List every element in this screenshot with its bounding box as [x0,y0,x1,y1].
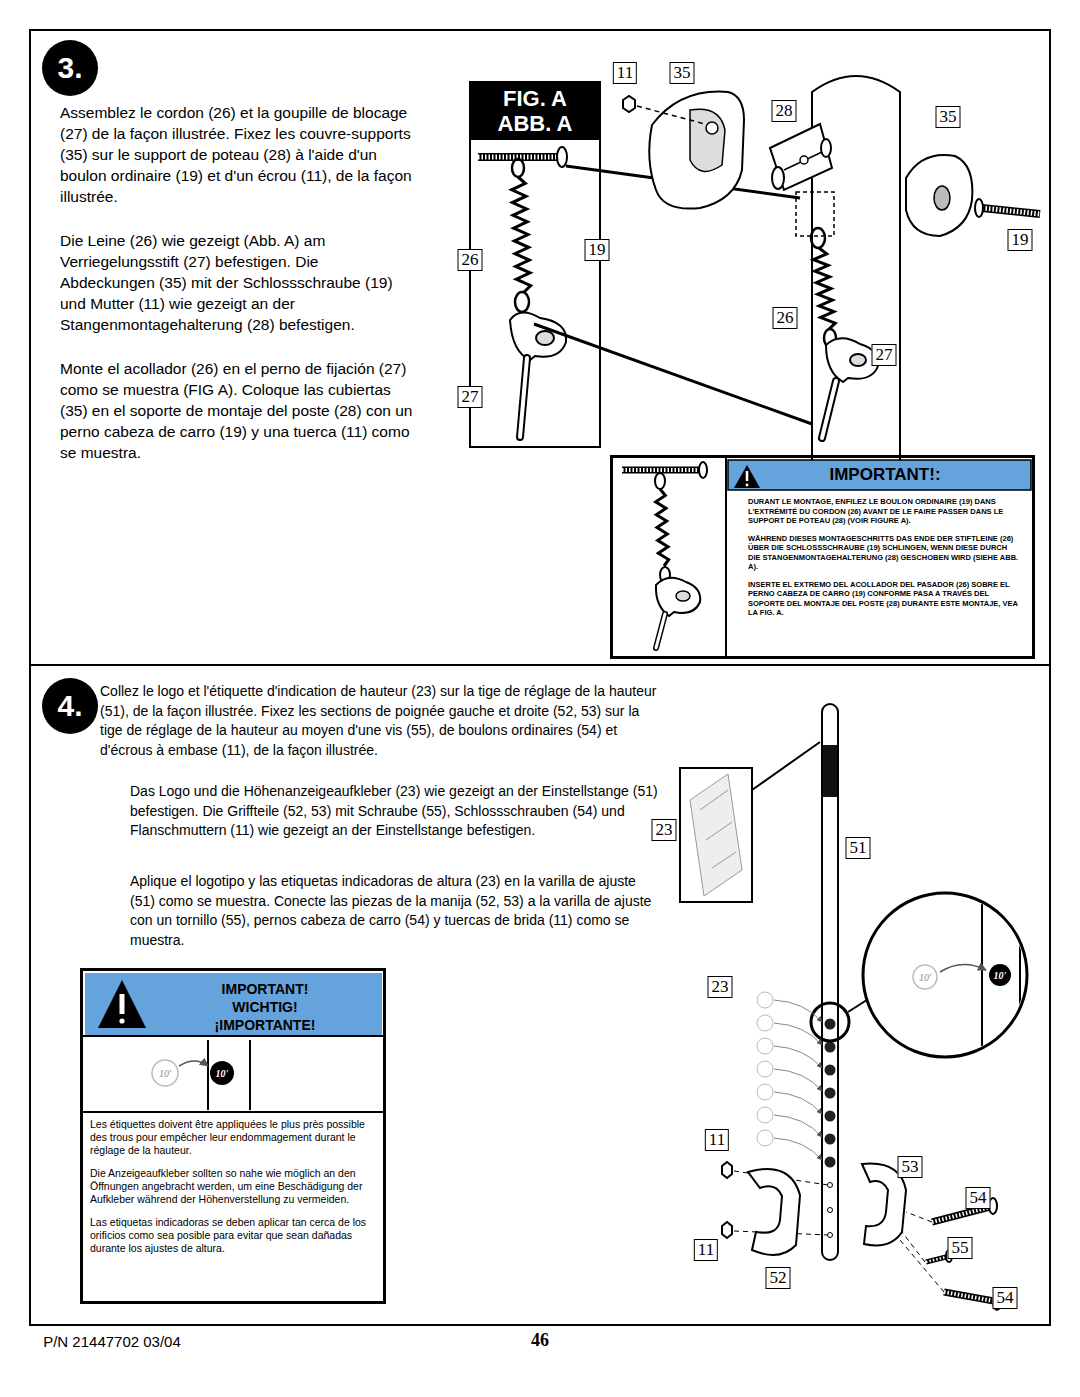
callout-number: 26 [458,249,483,271]
callout-number: 11 [613,62,637,84]
callout-number: 35 [670,62,695,84]
spring-cord [813,248,835,329]
warning-text: DURANT LE MONTAGE, ENFILEZ LE BOULON ORD… [748,497,1020,526]
leader-line [534,324,812,424]
warning-text: Die Anzeigeaufkleber sollten so nahe wie… [90,1167,375,1206]
callout-number: 52 [766,1267,791,1289]
callout-number: 11 [705,1129,729,1151]
callout-number: 26 [773,307,798,329]
figure-a-detail [478,147,567,437]
callout-number: 19 [1008,229,1033,251]
callout-number: 35 [936,106,961,128]
height-sticker: 10' [919,972,931,983]
callout-number: 19 [585,239,610,261]
spring-cord [656,489,669,566]
step-panel: 4. IMPORTANT!WICHTIG!¡IMPORTANTE! Les étiq… [30,665,1050,1325]
callout-number: 28 [772,100,797,122]
instruction-text: Assemblez le cordon (26) et la goupille … [60,102,415,207]
figure-title-band [470,82,600,140]
part-number: P/N 21447702 03/04 [43,1333,181,1350]
pole-assembly [623,76,1040,462]
height-sticker: 10' [994,970,1007,981]
warning-heading: IMPORTANT!: [740,464,1030,486]
warning-illustration [83,973,383,1112]
height-sticker: 10' [216,1068,229,1079]
step-number-circle: 4. [42,678,98,734]
callout-number: 27 [458,386,483,408]
height-sticker: 10' [159,1068,171,1079]
warning-heading: ¡IMPORTANTE! [150,1016,380,1034]
instruction-text: Das Logo und die Höhenanzeigeaufkleber (… [130,782,660,841]
handle-parts [722,1162,1001,1310]
step-number: 3. [42,40,98,96]
figure-title: ABB. A [470,111,600,136]
callout-number: 27 [872,344,897,366]
warning-box: IMPORTANT!: DURANT LE MONTAGE, ENFILEZ LE… [612,457,1033,657]
callout-number: 51 [846,837,871,859]
warning-heading: IMPORTANT! [150,980,380,998]
warning-text: INSERTE EL EXTREMO DEL ACOLLADOR DEL PAS… [748,580,1020,618]
warning-text: WÄHREND DIESES MONTAGESCHRITTS DAS ENDE … [748,534,1020,572]
callout-number: 53 [898,1156,923,1178]
callout-number: 54 [966,1187,991,1209]
height-stickers [757,992,822,1160]
figure-panel: FIG. AABB. A [470,82,600,447]
height-rod [811,704,870,1260]
callout-number: 55 [948,1237,973,1259]
warning-box: IMPORTANT!WICHTIG!¡IMPORTANTE! Les étique… [82,970,384,1302]
sticker-detail [680,742,820,902]
figure-title: FIG. A [470,86,600,111]
instruction-text: Die Leine (26) wie gezeigt (Abb. A) am V… [60,230,415,335]
warning-illustration [622,458,1031,657]
spring-cord [512,177,531,292]
instruction-text: Collez le logo et l'étiquette d'indicati… [100,682,665,760]
page-number: 46 [531,1330,549,1351]
warning-text: Las etiquetas indicadoras se deben aplic… [90,1216,375,1255]
callout-number: 23 [708,976,733,998]
step-panel: 3. FIG. AABB. A IMPORTANT!: DURANT LE MONTA… [30,30,1050,665]
callout-number: 54 [993,1287,1018,1309]
instruction-text: Aplique el logotipo y las etiquetas indi… [130,872,660,950]
warning-text: Les étiquettes doivent être appliquées l… [90,1118,375,1157]
callout-number: 11 [694,1239,718,1261]
callout-number: 23 [652,819,677,841]
warning-heading: WICHTIG! [150,998,380,1016]
zoom-detail [863,890,1027,1060]
instruction-text: Monte el acollador (26) en el perno de f… [60,358,415,463]
step-number-circle: 3. [42,40,98,96]
step-number: 4. [42,678,98,734]
